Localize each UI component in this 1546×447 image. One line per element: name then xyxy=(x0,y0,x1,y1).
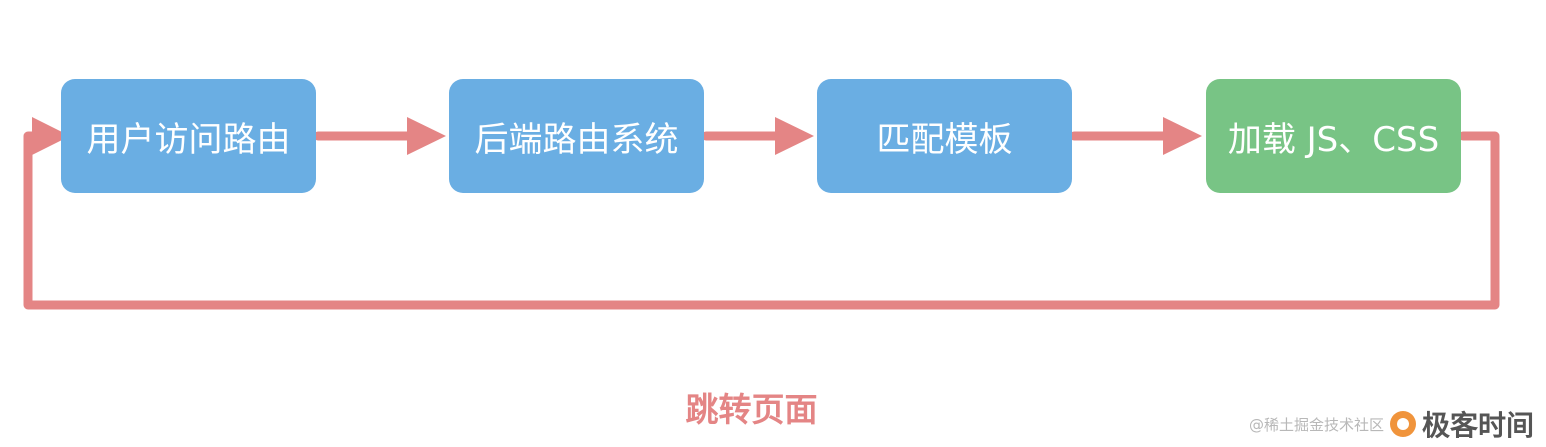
loop-label: 跳转页面 xyxy=(685,390,818,429)
step-load-assets: 加载 JS、CSS xyxy=(1206,79,1461,193)
step-label: 用户访问路由 xyxy=(86,119,291,160)
loop-return-path xyxy=(23,131,1500,310)
arrow-head-3-4 xyxy=(1163,117,1202,155)
step-backend-routing: 后端路由系统 xyxy=(449,79,704,193)
arrow-head-2-3 xyxy=(775,117,814,155)
loop-arrow-head xyxy=(32,117,70,155)
step-label: 加载 JS、CSS xyxy=(1227,119,1440,160)
geek-time-logo-icon xyxy=(1389,411,1416,437)
watermark-brand: 极客时间 xyxy=(1421,409,1534,442)
step-match-template: 匹配模板 xyxy=(817,79,1072,193)
step-label: 后端路由系统 xyxy=(474,119,679,160)
watermark: @稀土掘金技术社区 极客时间 xyxy=(1249,405,1534,443)
arrow-head-1-2 xyxy=(407,117,446,155)
step-user-visits-route: 用户访问路由 xyxy=(61,79,316,193)
watermark-source: @稀土掘金技术社区 xyxy=(1248,415,1384,434)
step-label: 匹配模板 xyxy=(876,119,1013,160)
